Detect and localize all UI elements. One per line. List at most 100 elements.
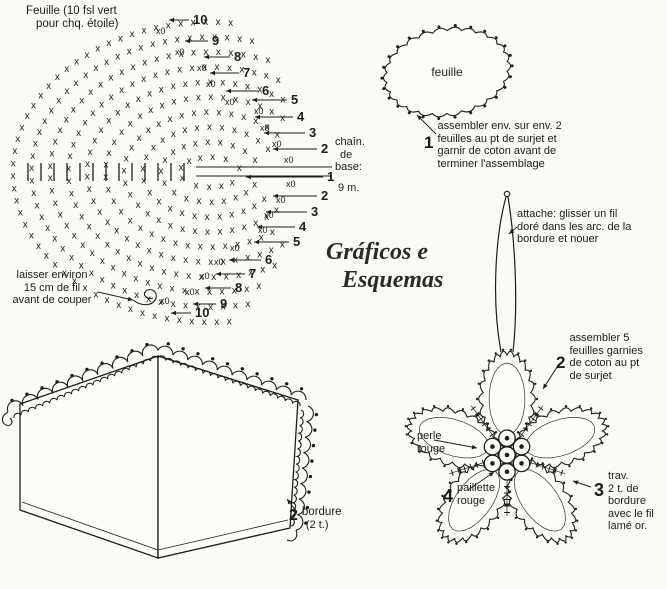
svg-text:x: x [199, 272, 204, 283]
chain-label-line1: chaîn. [335, 136, 365, 148]
svg-text:x: x [210, 242, 215, 253]
svg-text:x: x [237, 34, 242, 45]
step1-line3: garnir de coton avant de [437, 145, 557, 157]
svg-text:x: x [195, 123, 200, 134]
svg-text:x0: x0 [258, 225, 268, 235]
svg-text:x: x [49, 105, 54, 116]
svg-text:x: x [87, 184, 92, 195]
svg-text:x: x [180, 208, 185, 219]
svg-text:x: x [216, 47, 221, 58]
svg-text:x: x [159, 166, 164, 177]
svg-text:x: x [264, 71, 269, 82]
star-petals [404, 348, 610, 545]
svg-text:x: x [203, 47, 208, 58]
svg-text:7: 7 [243, 65, 250, 80]
svg-text:x: x [158, 297, 163, 308]
svg-text:x: x [95, 231, 100, 242]
svg-text:x: x [65, 86, 70, 97]
step3-line3: bordure [608, 495, 646, 507]
svg-text:x: x [172, 188, 177, 199]
chain-label-line4: 9 m. [338, 181, 360, 194]
svg-text:x: x [90, 248, 95, 259]
svg-text:x: x [228, 18, 233, 29]
svg-text:x: x [15, 134, 20, 145]
cut-note: laisser environ 15 cm de fil avant de co… [2, 269, 102, 307]
svg-text:x: x [220, 287, 225, 298]
svg-text:x: x [147, 187, 152, 198]
svg-text:x: x [157, 197, 162, 208]
svg-text:x: x [92, 136, 97, 147]
svg-text:x: x [127, 47, 132, 58]
svg-text:x0: x0 [185, 287, 195, 297]
svg-text:10: 10 [195, 305, 209, 320]
svg-text:x: x [257, 85, 262, 96]
svg-text:x: x [60, 243, 65, 254]
step2-line2: feuilles garnies [569, 344, 643, 357]
svg-text:x: x [131, 62, 136, 73]
svg-text:x: x [216, 107, 221, 118]
svg-text:x: x [253, 218, 258, 229]
svg-text:x: x [196, 302, 201, 313]
svg-text:x: x [79, 261, 84, 272]
svg-text:x: x [180, 224, 185, 235]
svg-text:x: x [106, 185, 111, 196]
svg-text:x: x [214, 317, 219, 328]
svg-text:x: x [53, 198, 58, 209]
svg-text:x: x [122, 286, 127, 297]
svg-text:2: 2 [321, 141, 328, 156]
svg-text:x: x [171, 97, 176, 108]
svg-text:x: x [245, 299, 250, 310]
step3-note: 3 trav. 2 t. de bordure avec le fil lamé… [594, 470, 654, 533]
svg-text:x: x [115, 107, 120, 118]
fan-title-line1: Feuille (10 fsl vert [26, 5, 117, 17]
svg-text:x: x [186, 271, 191, 282]
svg-text:x: x [256, 281, 261, 292]
svg-text:x: x [269, 89, 274, 100]
svg-text:x: x [219, 181, 224, 192]
svg-text:x: x [91, 196, 96, 207]
svg-text:x: x [227, 63, 232, 74]
svg-text:x: x [191, 48, 196, 59]
svg-text:x: x [223, 154, 228, 165]
svg-text:x: x [185, 240, 190, 251]
svg-text:x: x [208, 92, 213, 103]
svg-text:x: x [178, 19, 183, 30]
svg-text:x: x [118, 33, 123, 44]
svg-text:x: x [112, 137, 117, 148]
svg-text:x0: x0 [272, 139, 282, 149]
svg-text:x: x [52, 234, 57, 245]
svg-text:x: x [280, 240, 285, 251]
svg-text:x0: x0 [206, 79, 216, 89]
svg-text:x: x [256, 135, 261, 146]
svg-text:x: x [109, 73, 114, 84]
svg-text:x: x [62, 268, 67, 279]
svg-text:8: 8 [235, 280, 242, 295]
svg-text:x: x [114, 226, 119, 237]
svg-text:x: x [119, 67, 124, 78]
svg-text:x: x [129, 142, 134, 153]
chain-base-label: chaîn. de base: 9 m. [335, 136, 365, 194]
svg-text:x: x [154, 54, 159, 65]
svg-text:x: x [205, 227, 210, 238]
svg-text:x: x [69, 188, 74, 199]
svg-text:x: x [83, 118, 88, 129]
svg-text:x: x [157, 281, 162, 292]
step1-line2: feuilles au pt de surjet et [437, 132, 557, 145]
svg-text:x: x [229, 210, 234, 221]
svg-text:x: x [181, 142, 186, 153]
svg-text:x: x [88, 147, 93, 158]
perle-note: perle rouge [417, 430, 445, 455]
svg-text:x: x [88, 87, 93, 98]
svg-text:x: x [236, 270, 241, 281]
step1-text: assembler env. sur env. 2 feuilles au pt… [437, 120, 561, 170]
star-ornament-diagram [404, 190, 610, 545]
svg-text:x: x [195, 287, 200, 298]
svg-text:x: x [159, 84, 164, 95]
svg-text:x: x [100, 275, 105, 286]
svg-text:x: x [119, 127, 124, 138]
svg-text:x: x [106, 38, 111, 49]
step3-line4: avec le fil [608, 507, 654, 520]
svg-text:x: x [12, 146, 17, 157]
attache-line3: bordure et nouer [517, 233, 599, 245]
svg-text:x: x [44, 251, 49, 262]
